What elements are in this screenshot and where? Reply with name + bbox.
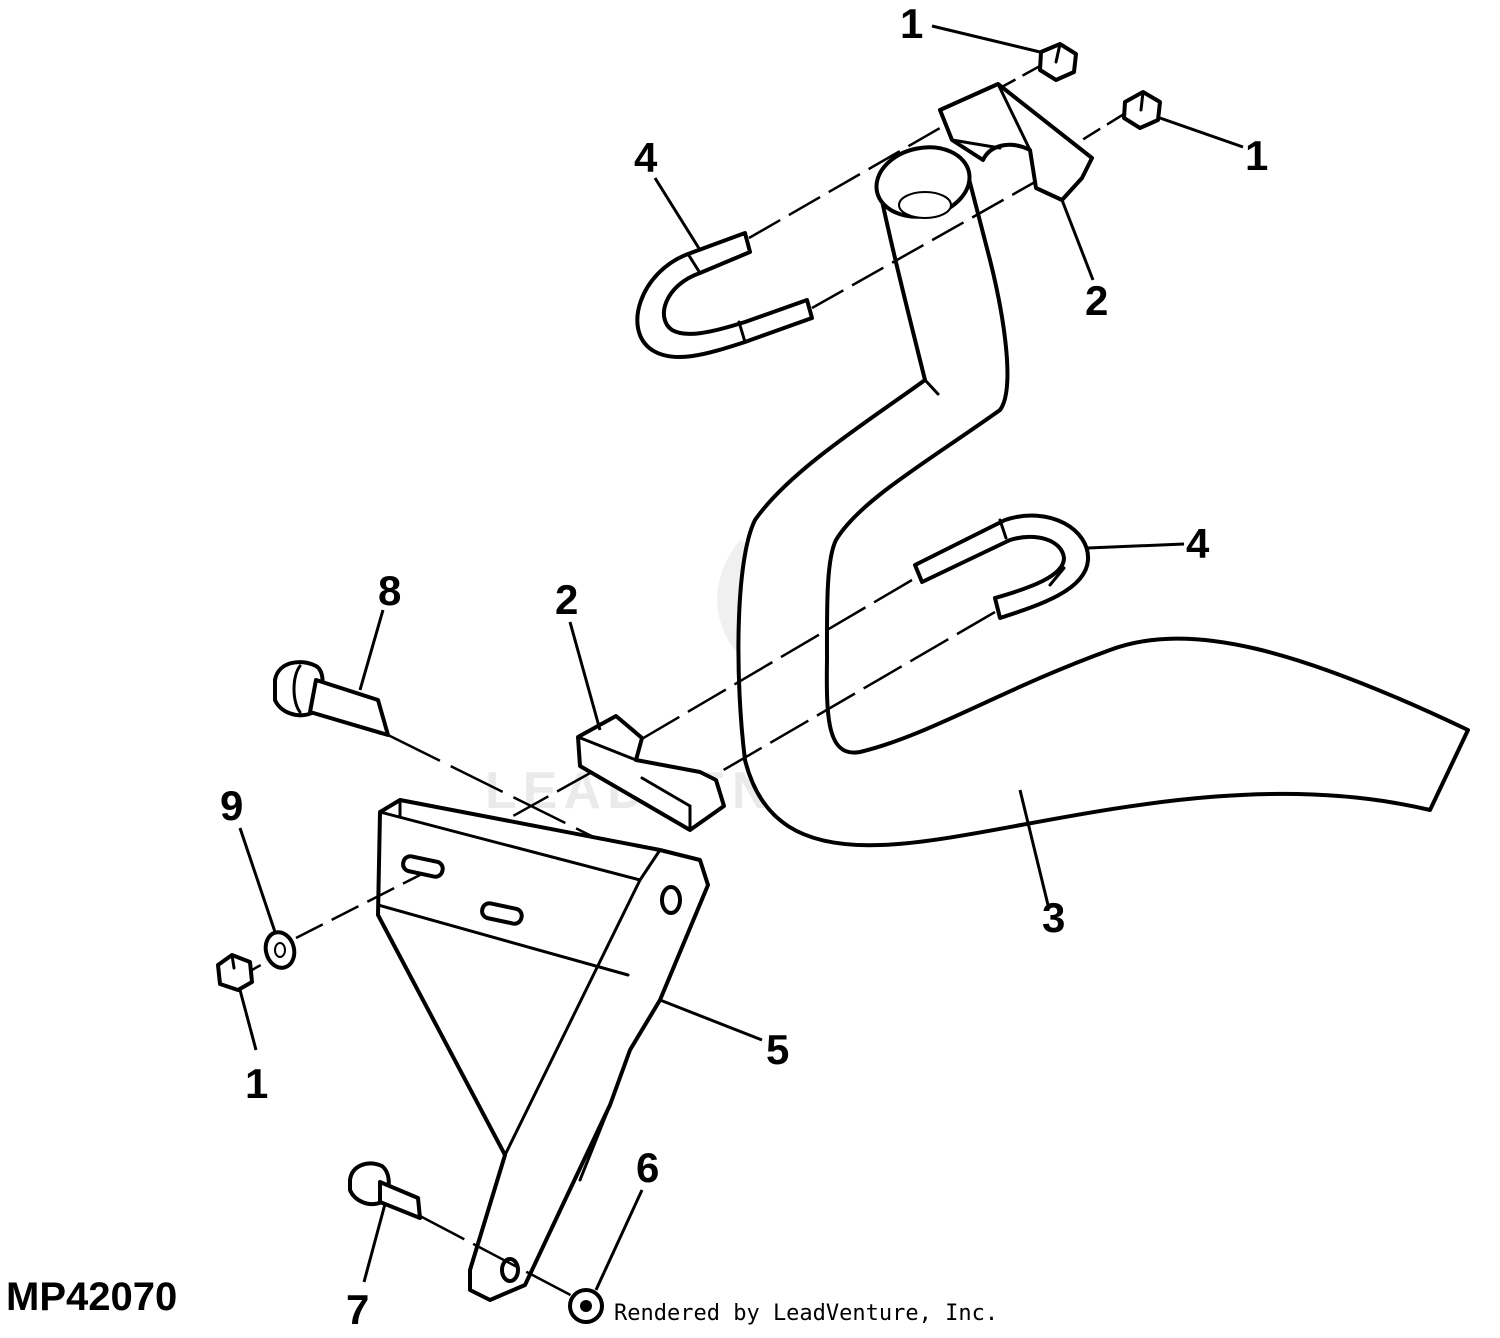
nut-upper-right	[1081, 90, 1162, 142]
callout-1-right: 1	[1245, 132, 1268, 179]
callout-7: 7	[346, 1286, 369, 1333]
callout-8: 8	[378, 567, 401, 614]
clamp-upper	[938, 82, 1094, 202]
figure-id: MP42070	[6, 1275, 177, 1319]
callout-2-upper: 2	[1085, 277, 1108, 324]
u-bolt-lower	[639, 513, 1091, 777]
bolt-7	[348, 1161, 581, 1302]
callout-2-lower: 2	[555, 576, 578, 623]
nut-upper-left	[999, 42, 1078, 90]
mounting-bracket	[376, 798, 710, 1302]
callout-4-lower: 4	[1186, 520, 1210, 567]
clamp-lower	[469, 714, 726, 842]
callout-4-upper: 4	[634, 134, 658, 181]
washer	[263, 873, 421, 970]
callout-labels: 1 1 2 4 4 2 8 3 5 9 1 6 7	[220, 0, 1268, 1333]
u-bolt-upper	[635, 126, 1036, 360]
nut-bottom	[568, 1288, 604, 1324]
callout-1-left: 1	[245, 1060, 268, 1107]
bolt-8	[273, 660, 661, 872]
render-credit: Rendered by LeadVenture, Inc.	[614, 1301, 998, 1326]
callout-1-top: 1	[900, 0, 923, 47]
callout-3: 3	[1042, 894, 1065, 941]
nut-left	[216, 953, 267, 992]
leader-lines	[238, 24, 1244, 1291]
callout-6: 6	[636, 1144, 659, 1191]
exhaust-tube	[736, 145, 1470, 848]
callout-5: 5	[766, 1026, 789, 1073]
callout-9: 9	[220, 782, 243, 829]
